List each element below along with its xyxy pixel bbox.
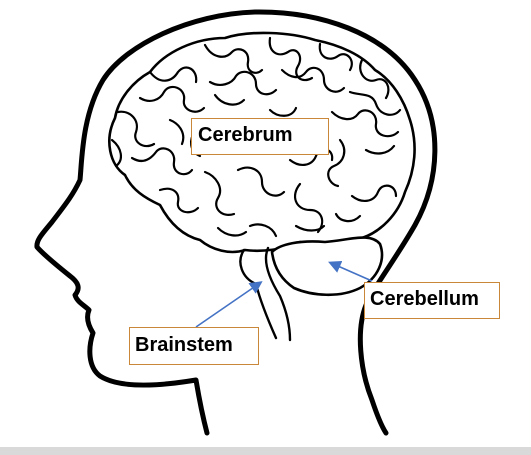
brainstem-label: Brainstem: [129, 327, 259, 365]
cerebellum-arrow: [328, 260, 373, 282]
cerebrum-label: Cerebrum: [191, 118, 329, 155]
brainstem-arrow: [195, 281, 263, 328]
cerebellum-label: Cerebellum: [364, 282, 500, 319]
head-outline: [34, 9, 438, 436]
bottom-strip: [0, 447, 531, 455]
cerebrum-folds: [110, 36, 402, 238]
cerebellum-outline: [270, 236, 384, 297]
